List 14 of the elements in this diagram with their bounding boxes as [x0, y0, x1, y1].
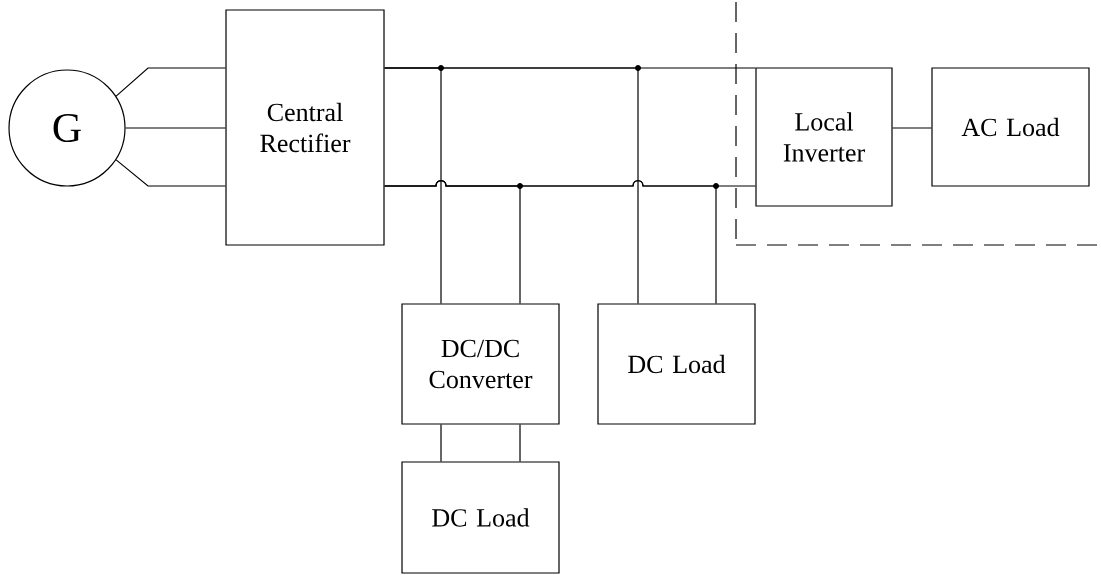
connection-line — [384, 67, 639, 304]
connection-line — [892, 127, 932, 129]
load-box: DC Load — [401, 461, 560, 574]
connection-line — [125, 127, 226, 129]
load-box: AC Load — [931, 67, 1090, 187]
rectifier-box: Central Rectifier — [225, 9, 385, 246]
connection-line — [440, 424, 442, 462]
connection-line — [115, 67, 226, 97]
connection-line — [519, 424, 521, 462]
load-box: DC Load — [597, 303, 756, 425]
inverter-box: Local Inverter — [755, 67, 893, 207]
connection-line — [115, 159, 226, 187]
converter-box: DC/DC Converter — [401, 303, 560, 425]
connection-line — [384, 180, 717, 304]
